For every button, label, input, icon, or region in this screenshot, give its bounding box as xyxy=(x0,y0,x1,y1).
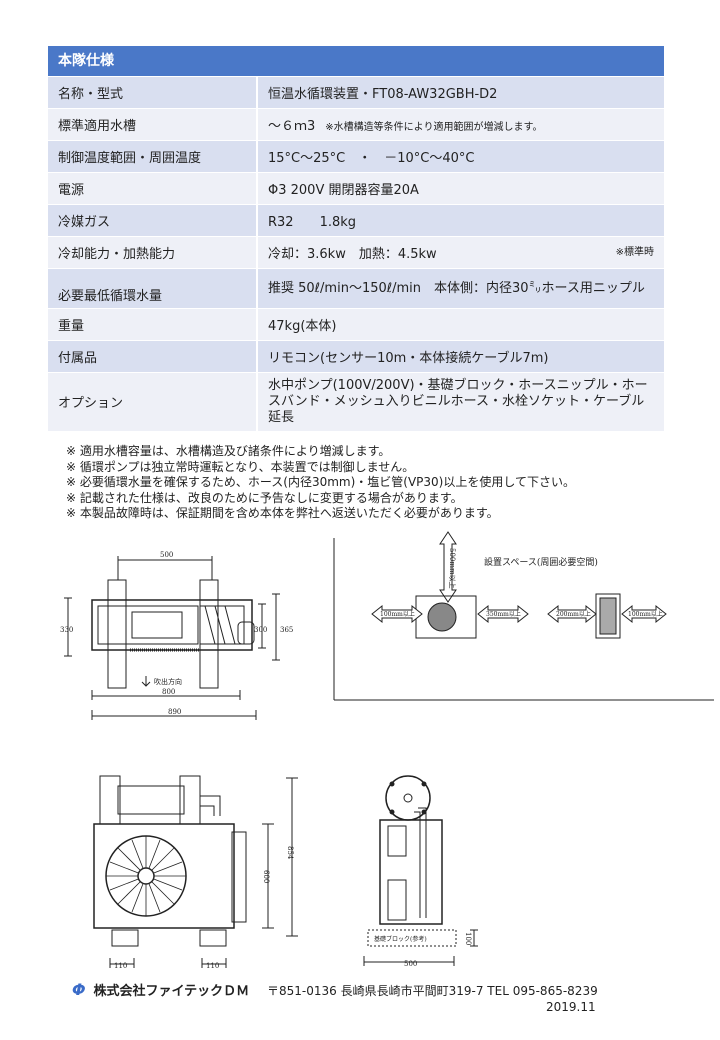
dim-label: 365 xyxy=(280,626,293,634)
spec-value: 47kg(本体) xyxy=(256,308,664,341)
document-date: 2019.11 xyxy=(546,1000,596,1014)
dim-label: 600 xyxy=(262,870,270,883)
front-view-drawing: 854 600 110 110 xyxy=(93,775,298,970)
spec-value: 15°C～25°C ・ －10°C～40°C xyxy=(256,140,664,173)
spec-value: Φ3 200V 開閉器容量20A xyxy=(256,172,664,205)
spec-key: 重量 xyxy=(48,308,257,341)
table-row: 冷却能力・加熱能力 ※標準時 冷却：3.6kw 加熱：4.5kw xyxy=(48,236,664,269)
dim-label: 800 xyxy=(162,688,175,696)
dim-label: 890 xyxy=(168,708,181,716)
block-label: 基礎ブロック(参考) xyxy=(374,935,427,943)
note-item: ※ 適用水槽容量は、水槽構造及び諸条件により増減します。 xyxy=(66,444,391,458)
dim-label: 330 xyxy=(60,626,73,634)
spec-key: 必要最低循環水量 xyxy=(48,268,257,309)
spec-value: 水中ポンプ(100V/200V)・基礎ブロック・ホースニップル・ホースバンド・メ… xyxy=(256,372,664,431)
spec-key: 名称・型式 xyxy=(48,76,257,109)
spec-key: 付属品 xyxy=(48,340,257,373)
table-row: 必要最低循環水量 推奨 50ℓ/min～150ℓ/min 本体側：内径30㍉ホー… xyxy=(48,268,664,309)
footer: Φ 株式会社ファイテックＤＭ 〒851-0136 長崎県長崎市平間町319-7 … xyxy=(72,980,652,1014)
spec-key: 冷媒ガス xyxy=(48,204,257,237)
spec-key: 制御温度範囲・周囲温度 xyxy=(48,140,257,173)
space-title: 設置スペース(周囲必要空間) xyxy=(484,556,598,568)
space-right2-label: 100mm以上 xyxy=(628,610,663,618)
spec-key: 電源 xyxy=(48,172,257,205)
spec-note: ※標準時 xyxy=(615,247,654,258)
spec-section: 本隊仕様 名称・型式 恒温水循環装置・FT08-AW32GBH-D2 標準適用水… xyxy=(48,46,664,431)
dim-label: 500 xyxy=(160,551,173,559)
spec-value: R32 1.8kg xyxy=(256,204,664,237)
dim-label: 500 xyxy=(404,960,417,968)
spec-value-text: ～６ｍ3 xyxy=(268,119,316,134)
space-left-label: 100mm以上 xyxy=(380,610,415,618)
blow-direction-label: 吹出方向 xyxy=(154,677,182,686)
company-name: 株式会社ファイテックＤＭ xyxy=(93,984,250,999)
space-left2-label: 200mm以上 xyxy=(556,610,591,618)
spec-value: 推奨 50ℓ/min～150ℓ/min 本体側：内径30㍉ホース用ニップル xyxy=(256,268,664,309)
spec-title: 本隊仕様 xyxy=(48,46,664,76)
dim-label: 300 xyxy=(254,626,267,634)
dim-label: 100 xyxy=(464,932,472,945)
company-logo: Φ xyxy=(72,980,86,999)
spec-value: 恒温水循環装置・FT08-AW32GBH-D2 xyxy=(256,76,664,109)
spec-value: リモコン(センサー10m・本体接続ケーブル7m) xyxy=(256,340,664,373)
note-item: ※ 循環ポンプは独立常時運転となり、本装置では制御しません。 xyxy=(66,459,415,474)
table-row: 制御温度範囲・周囲温度 15°C～25°C ・ －10°C～40°C xyxy=(48,140,664,173)
spec-note: ※水槽構造等条件により適用範囲が増減します。 xyxy=(325,122,543,133)
dim-label: 110 xyxy=(114,962,127,970)
table-row: 名称・型式 恒温水循環装置・FT08-AW32GBH-D2 xyxy=(48,76,664,109)
note-item: ※ 必要循環水量を確保するため、ホース(内径30mm)・塩ビ管(VP30)以上を… xyxy=(66,475,576,489)
top-view-drawing: 500 330 300 365 吹出方向 800 890 xyxy=(60,551,293,720)
install-space-drawing: 500mm以上 設置スペース(周囲必要空間) 100mm以上 350mm以上 2… xyxy=(333,531,714,701)
spec-key: オプション xyxy=(48,372,257,431)
dim-label: 110 xyxy=(206,962,219,970)
spec-value: ※標準時 冷却：3.6kw 加熱：4.5kw xyxy=(256,236,664,269)
table-row: オプション 水中ポンプ(100V/200V)・基礎ブロック・ホースニップル・ホー… xyxy=(48,372,664,431)
table-row: 付属品 リモコン(センサー10m・本体接続ケーブル7m) xyxy=(48,340,664,373)
spec-value-text: 冷却：3.6kw 加熱：4.5kw xyxy=(268,247,437,262)
spec-key: 標準適用水槽 xyxy=(48,108,257,141)
side-view-drawing: 基礎ブロック(参考) 100 500 xyxy=(363,775,478,968)
space-top-label: 500mm以上 xyxy=(448,548,457,589)
space-right-label: 350mm以上 xyxy=(486,610,521,618)
company-address: 〒851-0136 長崎県長崎市平間町319-7 TEL 095-865-823… xyxy=(267,984,598,998)
notes-list: ※ 適用水槽容量は、水槽構造及び諸条件により増減します。 ※ 循環ポンプは独立常… xyxy=(66,444,575,522)
dim-label: 854 xyxy=(286,846,294,860)
note-item: ※ 記載された仕様は、改良のために予告なしに変更する場合があります。 xyxy=(66,490,463,505)
table-row: 重量 47kg(本体) xyxy=(48,308,664,341)
spec-value: ～６ｍ3 ※水槽構造等条件により適用範囲が増減します。 xyxy=(256,108,664,141)
spec-key: 冷却能力・加熱能力 xyxy=(48,236,257,269)
table-row: 標準適用水槽 ～６ｍ3 ※水槽構造等条件により適用範囲が増減します。 xyxy=(48,108,664,141)
table-row: 電源 Φ3 200V 開閉器容量20A xyxy=(48,172,664,205)
table-row: 冷媒ガス R32 1.8kg xyxy=(48,204,664,237)
spec-table: 名称・型式 恒温水循環装置・FT08-AW32GBH-D2 標準適用水槽 ～６ｍ… xyxy=(48,76,664,431)
note-item: ※ 本製品故障時は、保証期間を含め本体を弊社へ返送いただく必要があります。 xyxy=(66,506,499,520)
